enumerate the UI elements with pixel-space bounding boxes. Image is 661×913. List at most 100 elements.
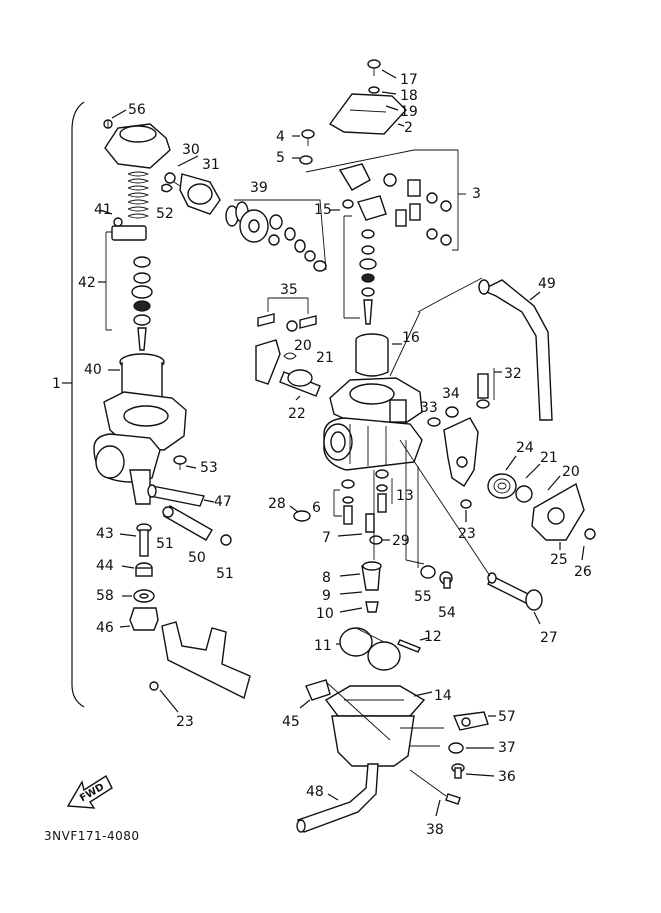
- diaphragm-cover-31: [179, 173, 221, 215]
- part-label: 22: [288, 406, 306, 422]
- part-label: 32: [504, 366, 522, 382]
- part-label: 3: [472, 186, 481, 202]
- part-label: 6: [312, 500, 321, 516]
- part-label: 54: [438, 605, 456, 621]
- float-pin-12: [397, 639, 421, 653]
- part-label: 19: [400, 104, 418, 120]
- washer-21-right: [515, 485, 533, 503]
- throttle-parts-3: [338, 163, 452, 246]
- part-label: 30: [182, 142, 200, 158]
- washer-28: [293, 510, 311, 522]
- washer-37: [448, 742, 464, 754]
- assembly-bracket: [71, 101, 85, 708]
- screw-54: [439, 571, 453, 589]
- part-label: 25: [550, 552, 568, 568]
- hose-49: [478, 279, 553, 421]
- screw-27: [487, 572, 543, 611]
- jet-needle-stack-42: [131, 256, 153, 351]
- washer-5: [299, 155, 313, 165]
- screw-30: [164, 172, 181, 187]
- part-label: 9: [322, 588, 331, 604]
- screw-17: [367, 59, 381, 76]
- drain-hose-48: [296, 763, 379, 833]
- washer-29: [369, 535, 383, 545]
- part-label: 53: [200, 460, 218, 476]
- clip-45: [305, 679, 331, 701]
- top-cover-56: [103, 119, 171, 169]
- reference-code: 3NVF171-4080: [44, 829, 140, 843]
- part-label: 21: [316, 350, 334, 366]
- screw-36: [451, 763, 465, 779]
- shaft-22: [279, 369, 321, 397]
- part-label: 8: [322, 570, 331, 586]
- part-label: 56: [128, 102, 146, 118]
- washer-18: [368, 86, 380, 94]
- part-label: 55: [414, 589, 432, 605]
- jet-6: [341, 479, 355, 525]
- part-label: 39: [250, 180, 268, 196]
- part-label: 10: [316, 606, 334, 622]
- part-label: 33: [420, 400, 438, 416]
- needle-stack-16: [359, 229, 377, 325]
- part-label: 2: [404, 120, 413, 136]
- screw-4: [301, 129, 315, 146]
- part-label: 51: [156, 536, 174, 552]
- screw-23-right: [460, 499, 472, 509]
- part-label: 58: [96, 588, 114, 604]
- needle-retainer-41: [111, 217, 147, 241]
- part-label: 43: [96, 526, 114, 542]
- screw-26: [584, 528, 596, 540]
- nut-44: [135, 562, 153, 577]
- part-label: 40: [84, 362, 102, 378]
- cap-46: [129, 607, 159, 631]
- lever-20: [255, 339, 281, 385]
- part-label: 14: [434, 688, 452, 704]
- part-label: 29: [392, 533, 410, 549]
- part-label: 45: [282, 714, 300, 730]
- spring-21: [283, 352, 297, 360]
- pipe-47: [147, 484, 205, 507]
- spring: [127, 171, 150, 219]
- bolt-43: [136, 523, 152, 557]
- part-label: 46: [96, 620, 114, 636]
- part-label: 26: [574, 564, 592, 580]
- part-label: 20: [562, 464, 580, 480]
- part-label: 47: [214, 494, 232, 510]
- piston-16: [355, 333, 389, 377]
- part-label: 15: [314, 202, 332, 218]
- jet-7: [365, 513, 375, 533]
- part-label: 34: [442, 386, 460, 402]
- drain-screw-38: [409, 769, 461, 805]
- part-label: 41: [94, 202, 112, 218]
- jet-13: [375, 469, 389, 513]
- needle-jet-8: [361, 561, 382, 591]
- part-label: 23: [458, 526, 476, 542]
- part-label: 38: [426, 822, 444, 838]
- part-label: 57: [498, 709, 516, 725]
- fwd-arrow-icon: [66, 774, 113, 809]
- washer-58: [133, 589, 155, 603]
- lever-20-right: [531, 482, 585, 541]
- float-bowl-14: [324, 685, 426, 767]
- part-label: 18: [400, 88, 418, 104]
- screw-15: [342, 199, 354, 209]
- clip-52: [161, 183, 173, 193]
- part-label: 4: [276, 129, 285, 145]
- part-label: 21: [540, 450, 558, 466]
- part-label: 24: [516, 440, 534, 456]
- part-label: 12: [424, 629, 442, 645]
- spring-24: [487, 473, 517, 499]
- screw-53: [173, 455, 187, 470]
- part-label: 42: [78, 275, 96, 291]
- part-label: 13: [396, 488, 414, 504]
- bracket-57: [452, 711, 489, 731]
- part-label: 36: [498, 769, 516, 785]
- screw-32: [476, 373, 490, 409]
- part-label: 49: [538, 276, 556, 292]
- part-label: 52: [156, 206, 174, 222]
- part-label: 31: [202, 157, 220, 173]
- part-label: 51: [216, 566, 234, 582]
- float-11: [339, 627, 401, 671]
- carburetor-body-left: [93, 391, 187, 505]
